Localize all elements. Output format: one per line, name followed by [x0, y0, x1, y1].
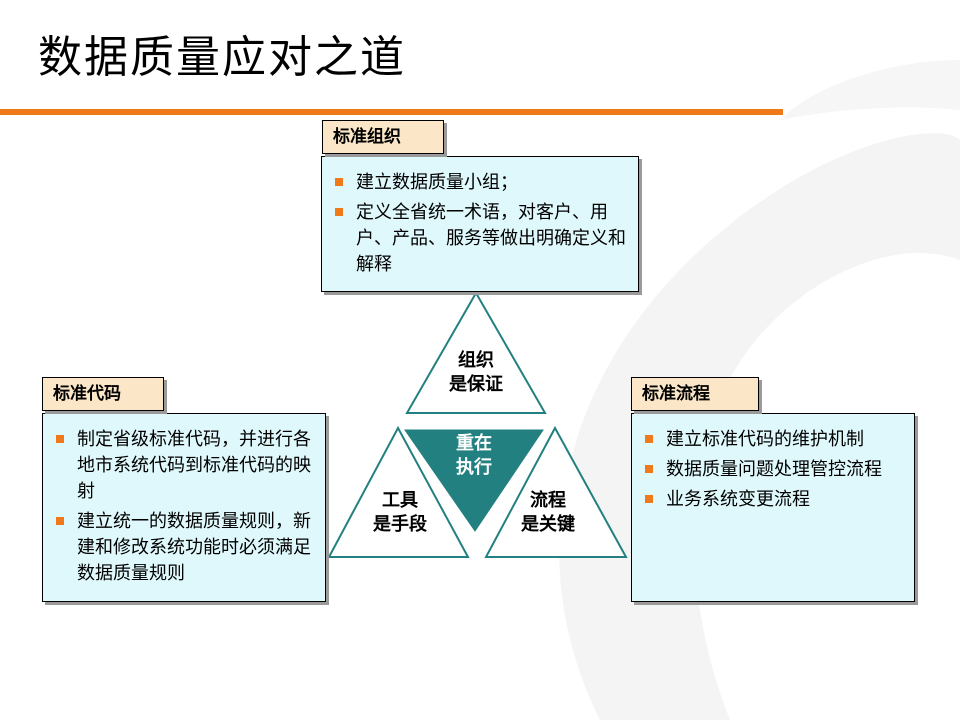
title-divider	[0, 109, 783, 115]
list-item: 建立数据质量小组；	[334, 170, 630, 196]
list-item: 制定省级标准代码，并进行各地市系统代码到标准代码的映射	[55, 427, 317, 505]
list-item: 业务系统变更流程	[644, 487, 906, 513]
triangle-center-label: 重在执行	[456, 433, 492, 478]
list-item: 数据质量问题处理管控流程	[644, 457, 906, 483]
right-panel: 建立标准代码的维护机制 数据质量问题处理管控流程 业务系统变更流程	[631, 413, 915, 602]
bullet-icon	[645, 435, 653, 443]
bullet-icon	[56, 435, 64, 443]
top-triangle	[405, 290, 547, 414]
list-item: 定义全省统一术语，对客户、用户、产品、服务等做出明确定义和解释	[334, 200, 630, 278]
page-title: 数据质量应对之道	[38, 32, 406, 83]
center-triangle	[404, 429, 544, 532]
triangle-right-label: 流程是关键	[521, 490, 575, 535]
left-tag: 标准代码	[42, 377, 164, 411]
bullet-icon	[56, 517, 64, 525]
bullet-icon	[335, 208, 343, 216]
left-triangle	[327, 425, 470, 558]
list-item: 建立标准代码的维护机制	[644, 427, 906, 453]
left-panel: 制定省级标准代码，并进行各地市系统代码到标准代码的映射 建立统一的数据质量规则，…	[42, 413, 326, 602]
top-tag: 标准组织	[322, 120, 444, 154]
right-tag: 标准流程	[631, 377, 759, 411]
bullet-icon	[335, 178, 343, 186]
bullet-icon	[645, 495, 653, 503]
triangle-left-label: 工具是手段	[373, 490, 427, 535]
top-panel: 建立数据质量小组； 定义全省统一术语，对客户、用户、产品、服务等做出明确定义和解…	[321, 156, 639, 292]
bullet-icon	[645, 465, 653, 473]
list-item: 建立统一的数据质量规则，新建和修改系统功能时必须满足数据质量规则	[55, 509, 317, 587]
right-triangle	[484, 425, 628, 558]
triangle-top-label: 组织是保证	[449, 350, 503, 395]
